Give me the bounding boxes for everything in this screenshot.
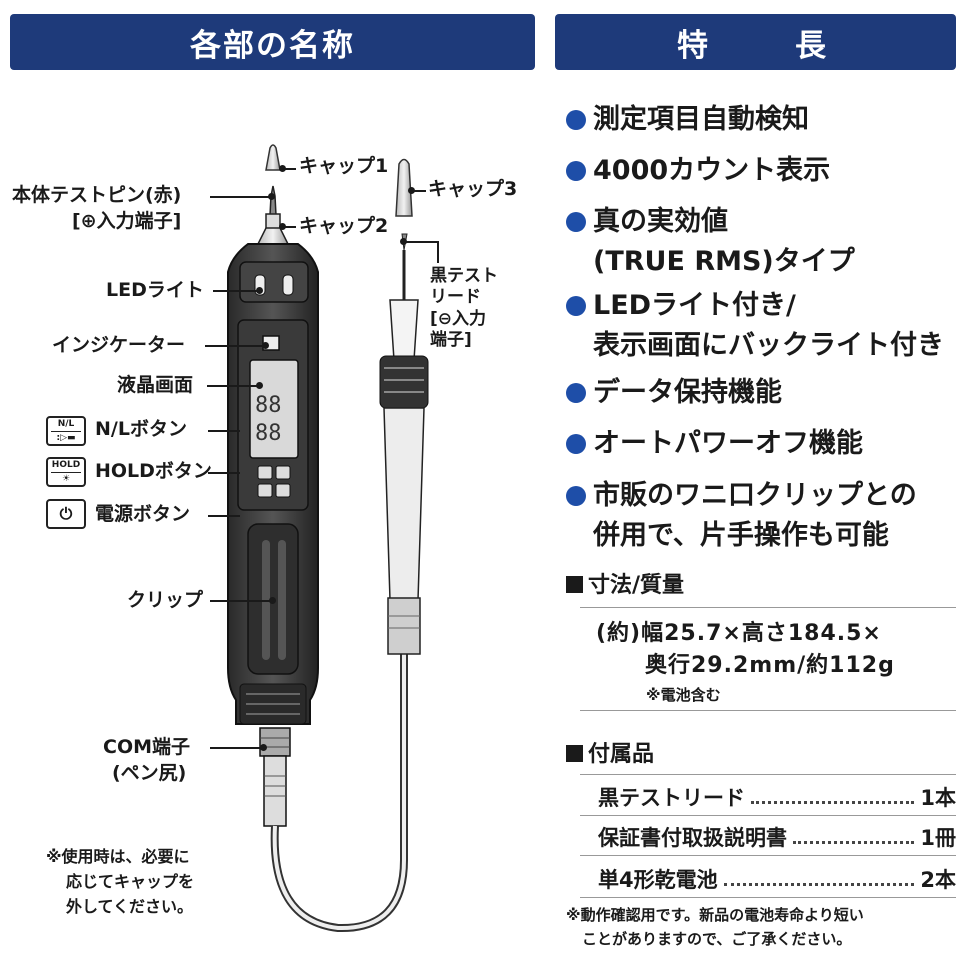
bullet-icon bbox=[566, 486, 586, 506]
feature-item: データ保持機能 bbox=[566, 373, 782, 413]
probe-tip bbox=[269, 185, 277, 216]
label-clip: クリップ bbox=[127, 589, 204, 611]
label-cap1: キャップ1 bbox=[299, 155, 389, 177]
bullet-icon bbox=[566, 161, 586, 181]
accessories-note: ※動作確認用です。新品の電池寿命より短い ことがありますので、ご了承ください。 bbox=[566, 906, 864, 948]
square-bullet-icon bbox=[566, 745, 583, 762]
label-black-lead: 黒テスト リード [⊖入力 端子] bbox=[430, 266, 498, 350]
feature-item: LEDライト付き/ 表示画面にバックライト付き bbox=[566, 286, 944, 366]
dimensions-line2: 奥行29.2mm/約112g bbox=[645, 653, 895, 678]
dimensions-note: ※電池含む bbox=[646, 686, 721, 704]
bullet-icon bbox=[566, 212, 586, 232]
hold-button-icon: HOLD☀ bbox=[46, 457, 86, 487]
svg-text:88: 88 bbox=[255, 393, 282, 418]
label-nl-button: N/Lボタン bbox=[95, 418, 187, 440]
section-header-parts: 各部の名称 bbox=[10, 14, 535, 70]
feature-item: 測定項目自動検知 bbox=[566, 100, 809, 140]
svg-text:88: 88 bbox=[255, 421, 282, 446]
label-power-button: 電源ボタン bbox=[95, 503, 191, 525]
label-cap3: キャップ3 bbox=[428, 178, 518, 200]
feature-item: 真の実効値 (TRUE RMS)タイプ bbox=[566, 202, 855, 282]
label-probe-terminal: [⊕入力端子] bbox=[72, 210, 182, 232]
cap2-shape bbox=[256, 227, 290, 245]
usage-note: ※使用時は、必要に 応じてキャップを 外してください。 bbox=[46, 847, 195, 916]
feature-item: 4000カウント表示 bbox=[566, 151, 830, 191]
feature-item: 市販のワニ口クリップとの 併用で、片手操作も可能 bbox=[566, 476, 917, 556]
label-led: LEDライト bbox=[106, 279, 204, 301]
dimensions-title: 寸法/質量 bbox=[566, 567, 684, 599]
cap1-shape bbox=[265, 144, 281, 171]
label-probe: 本体テストピン(赤) bbox=[12, 184, 182, 206]
label-com: COM端子 bbox=[103, 736, 191, 758]
power-icon: ⏻ bbox=[46, 499, 86, 529]
bullet-icon bbox=[566, 296, 586, 316]
bullet-icon bbox=[566, 434, 586, 454]
nl-button-icon: N/L:▷▬ bbox=[46, 416, 86, 446]
tester-illustration: 88 88 bbox=[227, 144, 429, 933]
label-cap2: キャップ2 bbox=[299, 215, 389, 237]
section-header-features: 特 長 bbox=[555, 14, 956, 70]
feature-item: オートパワーオフ機能 bbox=[566, 424, 863, 464]
label-indicator: インジケーター bbox=[52, 334, 186, 356]
cap3-shape bbox=[395, 158, 413, 217]
accessories-title: 付属品 bbox=[566, 736, 654, 768]
label-com-sub: (ペン尻) bbox=[112, 762, 187, 784]
label-lcd: 液晶画面 bbox=[117, 374, 194, 396]
bullet-icon bbox=[566, 110, 586, 130]
bullet-icon bbox=[566, 383, 586, 403]
square-bullet-icon bbox=[566, 576, 583, 593]
dimensions-line1: (約)幅25.7×高さ184.5× bbox=[596, 621, 882, 646]
label-hold-button: HOLDボタン bbox=[95, 460, 212, 482]
